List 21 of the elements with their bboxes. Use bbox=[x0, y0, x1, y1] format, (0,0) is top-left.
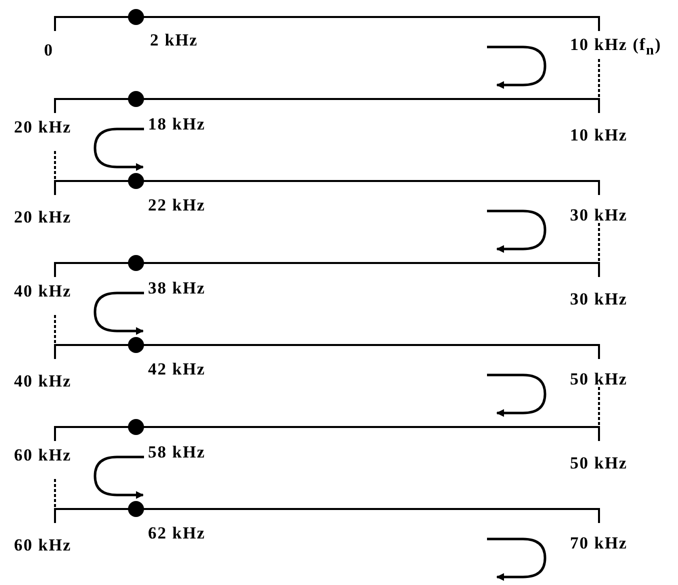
frequency-label: 10 kHz bbox=[570, 126, 628, 144]
frequency-label: 18 kHz bbox=[148, 116, 206, 132]
frequency-label: 10 kHz (f$_{n}$) bbox=[570, 36, 662, 58]
frequency-label: 30 kHz bbox=[570, 206, 628, 224]
frequency-label: 40 kHz bbox=[14, 372, 72, 390]
frequency-label: 70 kHz bbox=[570, 534, 628, 552]
frequency-label: 40 kHz bbox=[14, 282, 72, 300]
frequency-label: 38 kHz bbox=[148, 280, 206, 296]
frequency-label: 20 kHz bbox=[14, 118, 72, 136]
frequency-label: 2 kHz bbox=[150, 32, 198, 48]
frequency-label: 50 kHz bbox=[570, 370, 628, 388]
frequency-label: 20 kHz bbox=[14, 208, 72, 226]
frequency-label: 50 kHz bbox=[570, 454, 628, 472]
frequency-label: 62 kHz bbox=[148, 524, 206, 542]
frequency-label: 42 kHz bbox=[148, 360, 206, 378]
frequency-label: 30 kHz bbox=[570, 290, 628, 308]
frequency-label: 22 kHz bbox=[148, 196, 206, 214]
frequency-label: 58 kHz bbox=[148, 444, 206, 460]
frequency-label: 0 bbox=[44, 42, 54, 58]
frequency-label: 60 kHz bbox=[14, 446, 72, 464]
frequency-label: 60 kHz bbox=[14, 536, 72, 554]
